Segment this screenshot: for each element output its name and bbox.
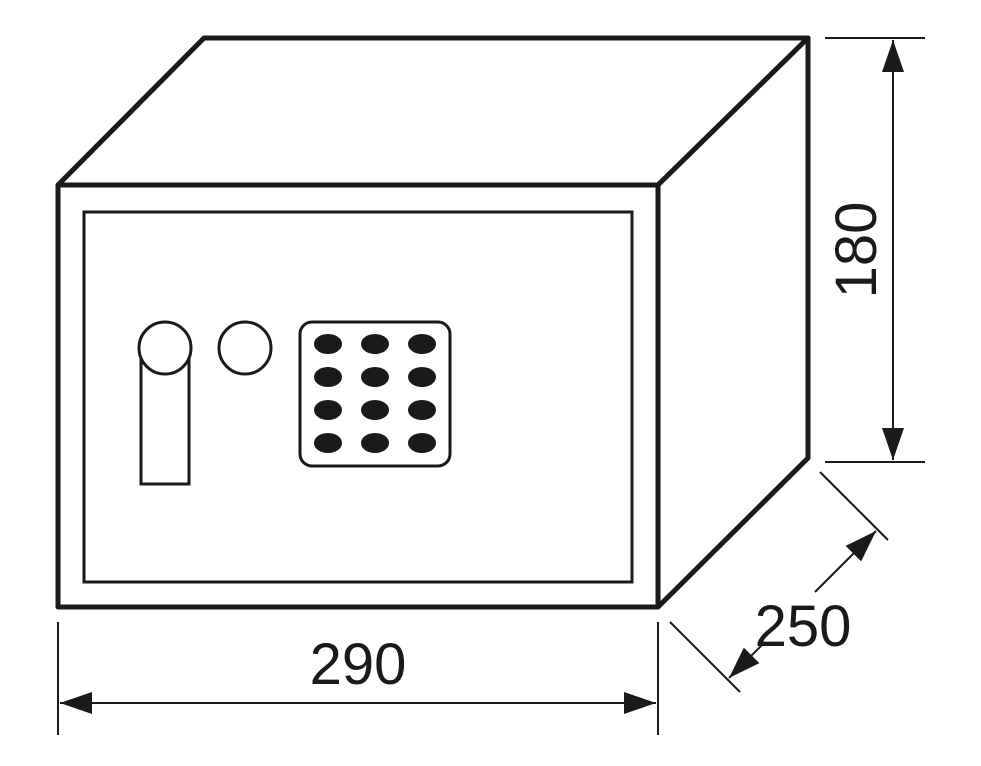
safe-handle <box>137 320 193 486</box>
keypad-key <box>314 433 342 453</box>
key-lock <box>217 320 273 376</box>
depth-label: 250 <box>755 594 852 659</box>
keypad-frame <box>298 320 452 468</box>
keypad-key <box>361 367 389 387</box>
keypad-key <box>361 334 389 354</box>
keypad-key <box>408 400 436 420</box>
depth-extension-back <box>819 471 889 541</box>
keypad <box>298 320 452 468</box>
height-label: 180 <box>824 202 889 299</box>
keypad-key <box>408 367 436 387</box>
keypad-key <box>314 334 342 354</box>
depth-dimension-line-lower <box>728 641 766 679</box>
depth-dimension <box>669 471 889 693</box>
width-label: 290 <box>310 632 407 697</box>
height-dimension <box>825 37 925 463</box>
keypad-key <box>361 400 389 420</box>
keypad-key <box>408 334 436 354</box>
keypad-key <box>314 367 342 387</box>
keypad-key <box>408 433 436 453</box>
safe-door-panel <box>82 210 634 584</box>
keypad-key <box>361 433 389 453</box>
handle-knob <box>137 320 193 376</box>
width-dimension <box>57 622 659 735</box>
keypad-key <box>314 400 342 420</box>
depth-dimension-line-upper <box>814 530 877 593</box>
depth-extension-front <box>669 621 741 693</box>
keypad-keys <box>314 334 436 453</box>
